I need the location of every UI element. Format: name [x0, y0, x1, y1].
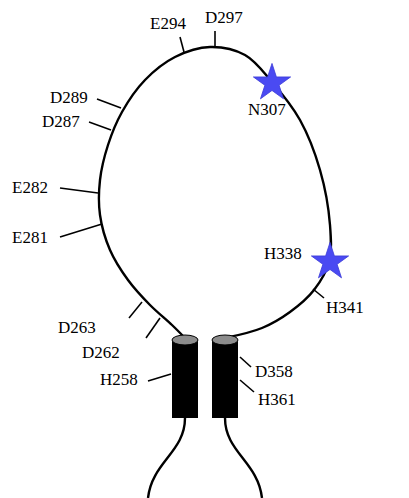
residue-label: D289	[50, 88, 88, 108]
helices	[172, 335, 238, 418]
residue-label: D262	[82, 343, 120, 363]
residue-label: H361	[258, 390, 296, 410]
leader-ticks	[60, 31, 324, 392]
residue-label: H341	[326, 298, 364, 318]
leader-tick	[60, 224, 102, 237]
leader-tick	[180, 37, 184, 52]
helix-cylinder	[212, 340, 238, 418]
leader-tick	[60, 188, 98, 193]
residue-label: D358	[255, 362, 293, 382]
helix-top	[172, 335, 198, 345]
leader-tick	[214, 31, 216, 47]
residue-label: H338	[264, 244, 302, 264]
residue-label: E281	[12, 228, 48, 248]
site-star	[253, 63, 290, 98]
leader-tick	[146, 318, 160, 338]
loop-backbone	[99, 47, 331, 338]
stars	[253, 63, 348, 277]
residue-label: E294	[150, 14, 186, 34]
tail-line	[225, 418, 262, 498]
helix-cylinder	[172, 340, 198, 418]
residue-label: E282	[12, 178, 48, 198]
residue-label: H258	[100, 370, 138, 390]
loop-layer	[99, 47, 331, 338]
helix-top	[212, 335, 238, 345]
leader-tick	[129, 302, 142, 318]
leader-tick	[89, 122, 111, 130]
tails	[148, 418, 262, 498]
site-star	[311, 242, 348, 277]
leader-tick	[313, 289, 324, 298]
residue-label: D263	[58, 318, 96, 338]
leader-tick	[240, 357, 251, 367]
leader-tick	[97, 99, 121, 108]
leader-tick	[148, 374, 171, 381]
residue-label: N307	[248, 100, 286, 120]
residue-label: D287	[42, 112, 80, 132]
leader-tick	[240, 380, 254, 392]
tail-line	[148, 418, 185, 498]
residue-label: D297	[205, 8, 243, 28]
